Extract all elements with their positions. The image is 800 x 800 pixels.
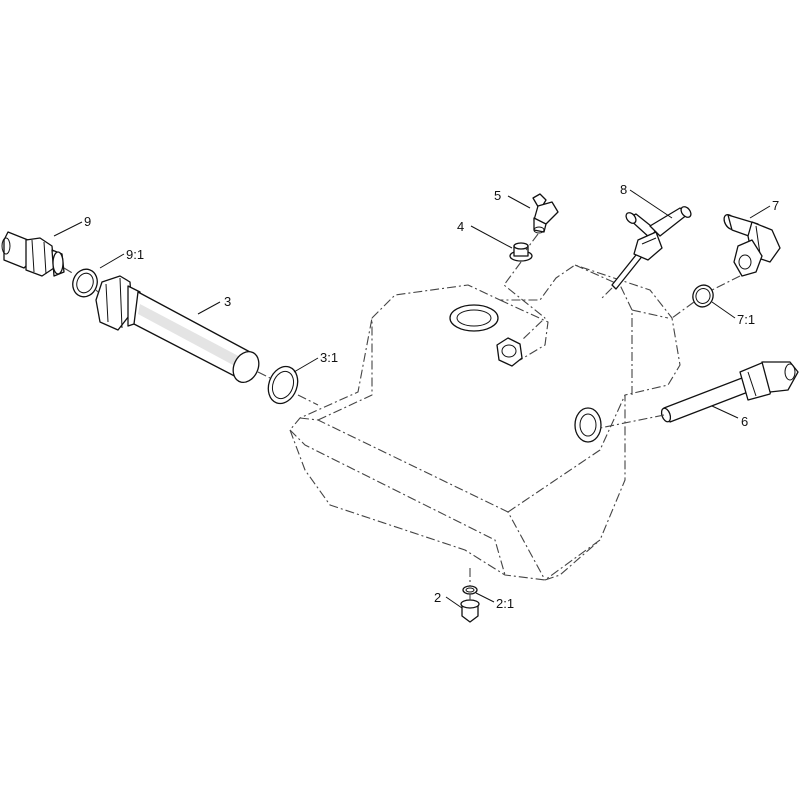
fuel-tank-outline [289,264,681,581]
tee-fitting-part-8 [611,206,692,290]
assembly-centerlines [63,233,741,600]
callout-8: 8 [620,182,627,197]
o-ring-part-7-1 [692,284,714,308]
o-ring-part-9-1 [72,268,98,298]
callout-4: 4 [457,219,464,234]
callout-9: 9 [84,214,91,229]
callout-3: 3 [224,294,231,309]
top-port-fitting [496,337,523,367]
o-ring-part-3-1 [267,365,299,405]
filter-cylinder-part-3 [95,275,260,384]
callout-7-1: 7:1 [737,312,755,327]
callout-3-1: 3:1 [320,350,338,365]
grommet-part-4 [509,242,533,262]
washer-part-2-1 [462,585,478,595]
callout-2-1: 2:1 [496,596,514,611]
drain-plug-part-2 [460,599,480,623]
callout-9-1: 9:1 [126,247,144,262]
leader-lines [53,189,771,609]
tube-fitting-part-6 [660,361,799,423]
callout-5: 5 [494,188,501,203]
hose-fitting-part-9 [1,231,65,277]
callout-7: 7 [772,198,779,213]
filler-neck [449,304,499,332]
callout-labels: 9 9:1 3 3:1 4 5 8 7 7:1 6 2 2:1 [84,182,779,611]
side-port [574,407,602,443]
elbow-fitting-part-7 [723,213,781,277]
callout-2: 2 [434,590,441,605]
callout-6: 6 [741,414,748,429]
elbow-fitting-part-5 [532,193,559,234]
